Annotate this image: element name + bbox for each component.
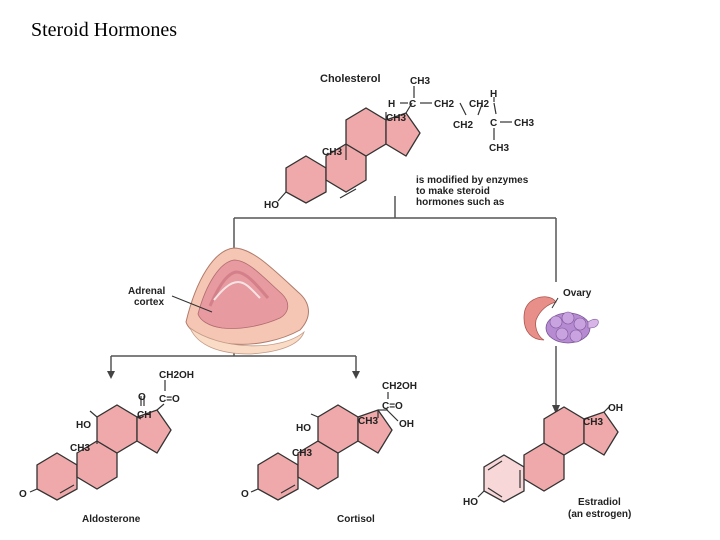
bond <box>310 413 319 418</box>
double-bond <box>59 484 75 494</box>
atom-label: CH2 <box>453 120 473 131</box>
atom-label: H <box>388 99 395 110</box>
slide-title: Steroid Hormones <box>31 19 178 41</box>
estradiol-ring-a <box>483 454 525 503</box>
atom-label: O <box>19 489 27 500</box>
cortisol-name: Cortisol <box>337 514 375 525</box>
atom-label: CH3 <box>358 416 378 427</box>
atom-label: CH2OH <box>159 370 194 381</box>
cortisol-ring-d <box>357 409 393 454</box>
bond <box>459 102 467 116</box>
estradiol-subtitle: (an estrogen) <box>568 509 631 520</box>
atom-label: H <box>490 89 497 100</box>
bond <box>405 102 413 114</box>
label-pointer <box>551 297 559 309</box>
adrenal-label-line: Adrenal <box>128 286 165 297</box>
atom-label: C <box>409 99 416 110</box>
estradiol-name: Estradiol <box>578 497 621 508</box>
cholesterol-structure: Cholesterol CH3 H C CH2 CH2 H CH3 CH2 C … <box>264 73 534 211</box>
arrowhead <box>352 371 360 379</box>
bond <box>603 405 611 413</box>
aromatic-bond <box>487 460 503 471</box>
atom-label: C=O <box>382 401 403 412</box>
estradiol-ring-d <box>583 411 619 456</box>
atom-label: O <box>241 489 249 500</box>
cholesterol-ring-a <box>285 155 327 204</box>
aldosterone-name: Aldosterone <box>82 514 141 525</box>
adrenal-gland-illustration: Adrenal cortex <box>128 247 309 355</box>
double-bond <box>280 484 296 494</box>
atom-label: O <box>138 392 146 403</box>
arrowhead <box>107 371 115 379</box>
atom-label: C <box>490 118 497 129</box>
atom-label: CH3 <box>70 443 90 454</box>
cholesterol-ring-d <box>385 112 421 157</box>
adrenal-label-line: cortex <box>134 297 164 308</box>
ovary-label: Ovary <box>563 288 592 299</box>
ovary-illustration: Ovary <box>523 288 599 344</box>
atom-label: CH3 <box>410 76 430 87</box>
atom-label: HO <box>463 497 478 508</box>
atom-label: HO <box>76 420 91 431</box>
atom-label: CH2 <box>434 99 454 110</box>
atom-label: CH <box>137 410 151 421</box>
aldosterone-ring-d <box>136 409 172 454</box>
bond <box>385 408 399 422</box>
atom-label: OH <box>399 419 414 430</box>
bond <box>136 416 142 420</box>
atom-label: C=O <box>159 394 180 405</box>
caption-line: hormones such as <box>416 197 505 208</box>
arrowhead <box>552 405 560 414</box>
atom-label: OH <box>608 403 623 414</box>
atom-label: CH2 <box>469 99 489 110</box>
aldosterone-structure: CH2OH O C=O CH HO CH3 O Aldosterone <box>19 370 194 525</box>
bond <box>277 191 287 202</box>
atom-label: CH3 <box>322 147 342 158</box>
bond <box>250 488 259 493</box>
bond <box>89 410 98 418</box>
flow-lines <box>107 196 560 414</box>
atom-label: CH2OH <box>382 381 417 392</box>
caption-line: to make steroid <box>416 186 490 197</box>
atom-label: CH3 <box>583 417 603 428</box>
aromatic-bond <box>487 487 503 498</box>
atom-label: CH3 <box>489 143 509 154</box>
atom-label: CH3 <box>292 448 312 459</box>
bond <box>493 102 497 115</box>
label-pointer <box>171 295 213 313</box>
atom-label: CH3 <box>386 113 406 124</box>
caption-line: is modified by enzymes <box>416 175 529 186</box>
caption: is modified by enzymes to make steroid h… <box>416 175 529 208</box>
atom-label: HO <box>264 200 279 211</box>
bond <box>477 490 485 498</box>
estradiol-structure: OH CH3 HO Estradiol (an estrogen) <box>463 403 631 520</box>
atom-label: CH3 <box>514 118 534 129</box>
bond <box>29 488 38 493</box>
cholesterol-name: Cholesterol <box>320 73 381 85</box>
double-bond <box>339 188 357 199</box>
cortisol-structure: CH2OH C=O CH3 OH HO CH3 O Cortisol <box>241 381 417 525</box>
atom-label: HO <box>296 423 311 434</box>
bond <box>477 103 483 116</box>
bond <box>156 403 165 411</box>
cortisol-ring-a <box>257 452 299 501</box>
aldosterone-ring-a <box>36 452 78 501</box>
